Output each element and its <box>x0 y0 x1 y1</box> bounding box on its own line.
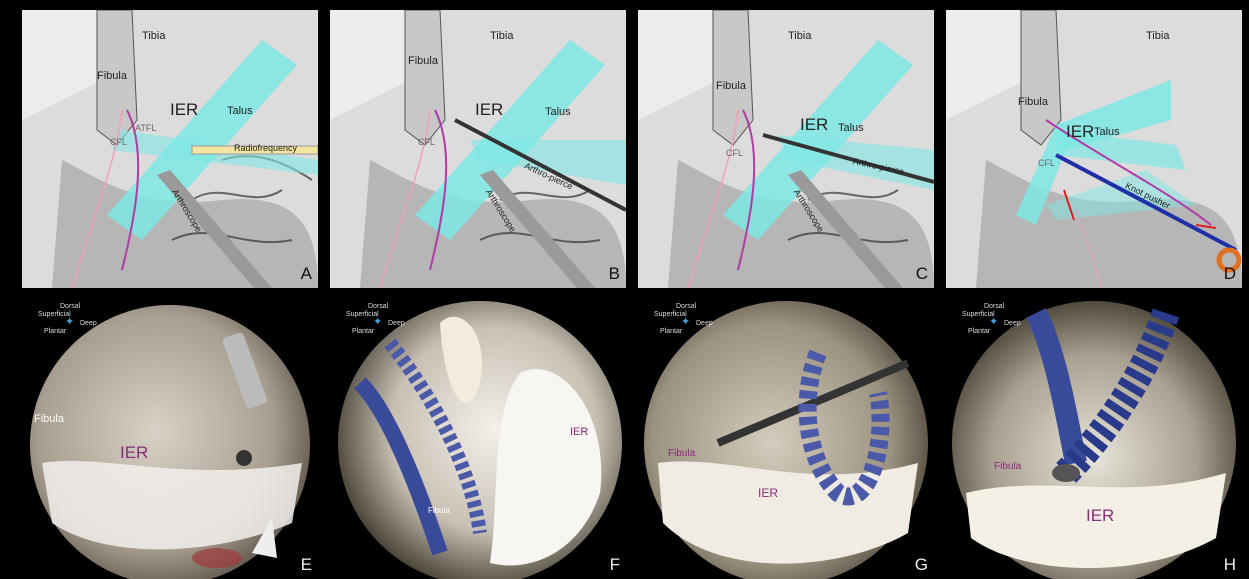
ankle-illustration <box>946 10 1242 288</box>
cfl-label: CFL <box>1038 158 1055 168</box>
ier-label: IER <box>475 100 503 120</box>
tibia-label: Tibia <box>788 30 811 42</box>
panel-letter: G <box>915 555 928 575</box>
ier-label: IER <box>570 426 588 438</box>
tibia-label: Tibia <box>142 30 165 42</box>
panel-letter: E <box>301 555 312 575</box>
cfl-label: CFL <box>726 148 743 158</box>
cfl-label: CFL <box>418 137 435 147</box>
talus-label: Talus <box>838 122 864 134</box>
ankle-illustration <box>638 10 934 288</box>
orientation-compass: Dorsal Superficial ✦ Deep Plantar <box>346 303 436 343</box>
fibula-label: Fibula <box>1018 96 1048 108</box>
panel-letter: B <box>609 264 620 284</box>
illustration-panel-c: Tibia Fibula Talus IER CFL Arthro-pierce… <box>638 10 934 288</box>
fibula-label: Fibula <box>994 461 1021 472</box>
compass-deep: Deep <box>1004 320 1021 327</box>
compass-star-icon: ✦ <box>65 315 74 328</box>
orientation-compass: Dorsal Superficial ✦ Deep Plantar <box>962 303 1052 343</box>
arthroscopy-panel-h: Dorsal Superficial ✦ Deep Plantar Fibula… <box>946 293 1242 579</box>
compass-plantar: Plantar <box>44 328 66 335</box>
ier-label: IER <box>758 486 778 500</box>
compass-dorsal: Dorsal <box>676 303 696 310</box>
fibula-label: Fibula <box>668 448 695 459</box>
panel-letter: A <box>301 264 312 284</box>
illustration-panel-b: Tibia Fibula Talus IER CFL Arthro-pierce… <box>330 10 626 288</box>
fibula-label: Fibula <box>34 413 64 425</box>
cfl-label: CFL <box>110 137 127 147</box>
compass-dorsal: Dorsal <box>984 303 1004 310</box>
compass-star-icon: ✦ <box>989 315 998 328</box>
orientation-compass: Dorsal Superficial ✦ Deep Plantar <box>38 303 128 343</box>
compass-plantar: Plantar <box>968 328 990 335</box>
fibula-label: Fibula <box>408 55 438 67</box>
panel-letter: C <box>916 264 928 284</box>
ier-label: IER <box>1086 506 1114 526</box>
compass-star-icon: ✦ <box>373 315 382 328</box>
panel-letter: H <box>1224 555 1236 575</box>
radiofrequency-label: Radiofrequency <box>234 143 297 153</box>
compass-star-icon: ✦ <box>681 315 690 328</box>
compass-dorsal: Dorsal <box>368 303 388 310</box>
ier-label: IER <box>800 115 828 135</box>
compass-deep: Deep <box>388 320 405 327</box>
tibia-label: Tibia <box>1146 30 1169 42</box>
ier-label: IER <box>120 443 148 463</box>
arthroscopy-panel-e: Dorsal Superficial ✦ Deep Plantar Fibula… <box>22 293 318 579</box>
fibula-label: Fibula <box>716 80 746 92</box>
tibia-label: Tibia <box>490 30 513 42</box>
panel-letter: F <box>610 555 620 575</box>
arthroscopy-panel-f: Dorsal Superficial ✦ Deep Plantar Fibula… <box>330 293 626 579</box>
orientation-compass: Dorsal Superficial ✦ Deep Plantar <box>654 303 744 343</box>
talus-label: Talus <box>227 105 253 117</box>
illustration-panel-d: Tibia Fibula Talus IER CFL Knot pusher D <box>946 10 1242 288</box>
atfl-label: ATFL <box>135 123 156 133</box>
ankle-illustration <box>330 10 626 288</box>
fibula-label: Fibula <box>97 70 127 82</box>
talus-label: Talus <box>545 106 571 118</box>
fibula-label: Fibula <box>428 506 450 515</box>
compass-plantar: Plantar <box>352 328 374 335</box>
ier-label: IER <box>1066 122 1094 142</box>
compass-dorsal: Dorsal <box>60 303 80 310</box>
compass-deep: Deep <box>696 320 713 327</box>
illustration-panel-a: Tibia Fibula Talus IER CFL ATFL Radiofre… <box>22 10 318 288</box>
compass-plantar: Plantar <box>660 328 682 335</box>
arthroscopy-panel-g: Dorsal Superficial ✦ Deep Plantar Fibula… <box>638 293 934 579</box>
compass-deep: Deep <box>80 320 97 327</box>
ier-label: IER <box>170 100 198 120</box>
talus-label: Talus <box>1094 126 1120 138</box>
panel-letter: D <box>1224 264 1236 284</box>
